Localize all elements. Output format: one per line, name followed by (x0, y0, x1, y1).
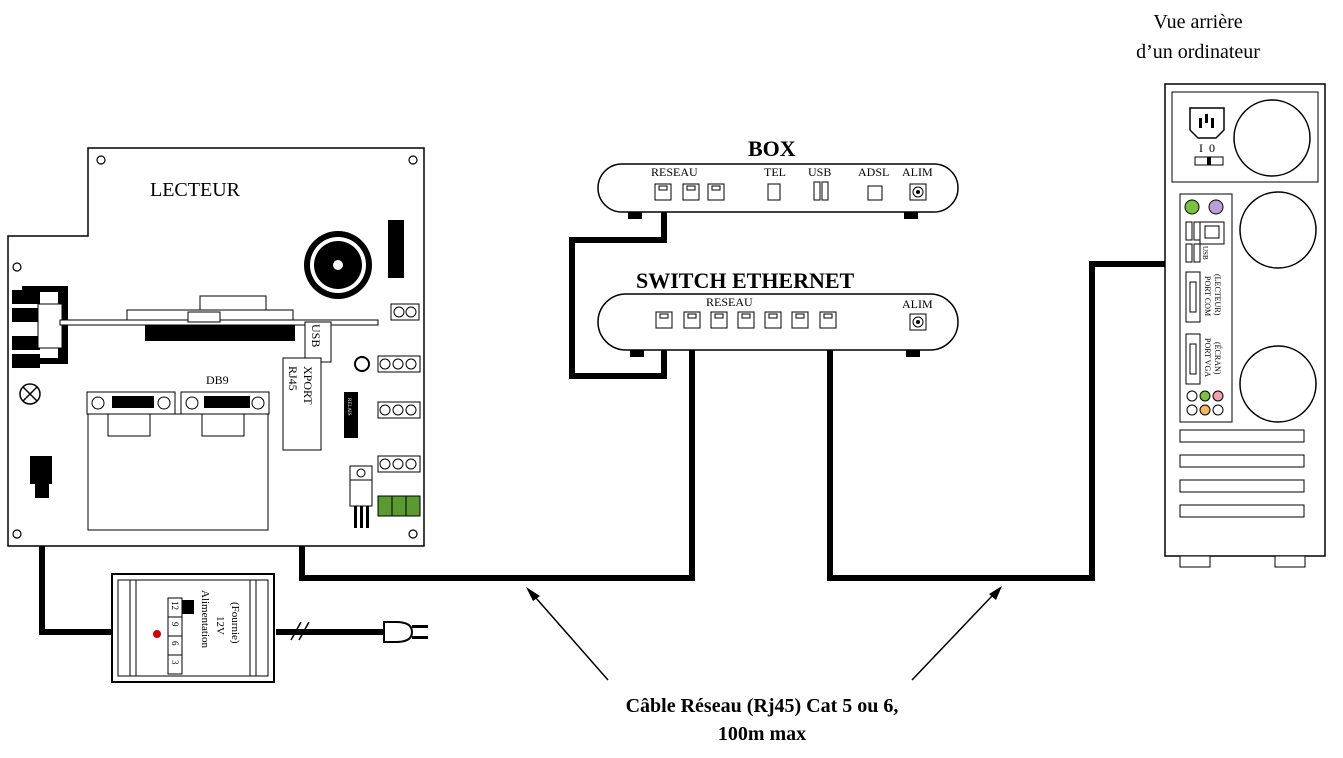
box-alim-jack (909, 183, 927, 201)
svg-text:12: 12 (170, 601, 180, 610)
led-component (354, 356, 370, 372)
db9-label: DB9 (206, 373, 229, 387)
power-socket-icon (1189, 107, 1225, 139)
power-supply: 3 6 9 12 Alimentation 12V (Fournie) (111, 573, 428, 683)
computer-caption-1: Vue arrière (1153, 11, 1242, 33)
screw-icon (19, 383, 41, 405)
svg-text:PORT VGA: PORT VGA (1203, 338, 1212, 377)
cable-box-to-switch (569, 200, 667, 379)
computer-ethernet-port (1199, 221, 1225, 245)
mains-plug-icon (383, 621, 428, 643)
green-terminal (377, 495, 421, 517)
computer-rear: Vue arrière d’un ordinateur I 0 USB (1136, 11, 1326, 568)
display-module (59, 295, 379, 341)
svg-text:RELAIS: RELAIS (346, 398, 351, 416)
voltage-selector: 3 6 9 12 (167, 597, 194, 675)
cable-note: Câble Réseau (Rj45) Cat 5 ou 6, 100m max (526, 586, 1002, 745)
svg-text:RJ45: RJ45 (286, 366, 300, 391)
computer-caption-2: d’un ordinateur (1136, 41, 1260, 63)
ps2-keyboard-port (1208, 199, 1224, 215)
svg-text:3: 3 (170, 660, 180, 665)
power-switch-label: I 0 (1199, 141, 1215, 155)
case-fan-upper (1239, 191, 1317, 269)
voltage-regulator (349, 465, 373, 528)
arrowhead-left (526, 587, 540, 601)
power-supply-label-2: 12V (214, 616, 226, 635)
cable-note-line2: 100m max (718, 723, 806, 745)
db9-connector-right (180, 391, 270, 415)
power-jack (30, 456, 52, 498)
reader-board: LECTEUR (7, 147, 425, 547)
xport-rj45-port: XPORT RJ45 (282, 357, 322, 451)
box-router: BOX RESEAU TEL USB ADSL ALIM (597, 136, 959, 219)
psu-fan (1233, 99, 1311, 177)
buzzer (304, 231, 372, 299)
reader-title: LECTEUR (150, 179, 241, 201)
db9-connector-left (86, 391, 176, 415)
cable-switch-to-computer (827, 238, 1211, 581)
db9-mount-left (107, 413, 151, 437)
svg-text:(ÉCRAN): (ÉCRAN) (1213, 342, 1223, 375)
switch-reseau-label: RESEAU (706, 295, 753, 309)
expansion-slots (1179, 429, 1305, 518)
terminal-blocks (377, 303, 421, 473)
box-tel-port (767, 183, 781, 201)
box-title: BOX (748, 136, 796, 161)
ps2-mouse-port (1184, 199, 1200, 215)
power-led (153, 630, 161, 638)
switch-reseau-ports (655, 311, 837, 329)
computer-port-com: PORT COM (LECTEUR) (1185, 271, 1222, 323)
box-port-usb-label: USB (808, 165, 831, 179)
case-fan-lower (1239, 345, 1317, 423)
svg-text:9: 9 (170, 622, 180, 627)
computer-usb-ports (1185, 221, 1201, 263)
cable-note-line1: Câble Réseau (Rj45) Cat 5 ou 6, (626, 695, 899, 717)
box-port-reseau-label: RESEAU (651, 165, 698, 179)
arrowhead-right (989, 586, 1002, 600)
box-port-tel-label: TEL (764, 165, 786, 179)
mounting-holes (12, 155, 418, 539)
power-supply-label-1: Alimentation (199, 590, 211, 649)
switch-alim-jack (909, 313, 927, 331)
svg-text:PORT COM: PORT COM (1203, 276, 1212, 316)
db9-mount-right (201, 413, 245, 437)
heatsink (12, 286, 68, 368)
ethernet-switch: SWITCH ETHERNET RESEAU ALIM (597, 268, 959, 357)
computer-port-vga: PORT VGA (ÉCRAN) (1185, 333, 1223, 385)
box-adsl-port (867, 185, 883, 201)
box-port-alim-label: ALIM (902, 165, 933, 179)
box-port-adsl-label: ADSL (858, 165, 889, 179)
box-usb-port (813, 181, 829, 201)
power-supply-label-3: (Fournie) (229, 602, 241, 644)
switch-alim-label: ALIM (902, 297, 933, 311)
computer-usb-label: USB (1201, 246, 1209, 260)
svg-text:6: 6 (170, 641, 180, 646)
usb-port-reader: USB (304, 321, 332, 363)
cable-break-icon (290, 621, 310, 641)
relay: RELAIS (344, 392, 358, 438)
svg-text:USB: USB (309, 324, 323, 347)
box-reseau-ports (654, 183, 725, 201)
black-component (388, 220, 404, 278)
audio-jacks (1186, 390, 1224, 416)
svg-text:(LECTEUR): (LECTEUR) (1213, 274, 1222, 316)
switch-title: SWITCH ETHERNET (636, 268, 855, 293)
svg-text:XPORT: XPORT (301, 366, 315, 405)
